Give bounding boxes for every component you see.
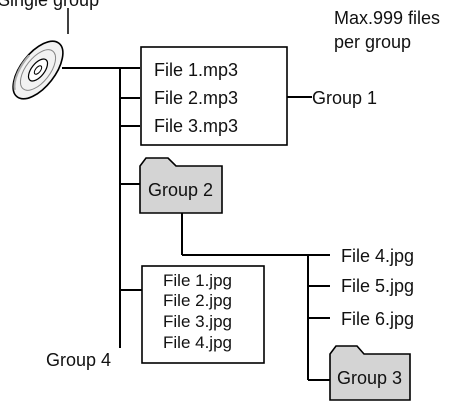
mp3-file-box — [140, 46, 288, 146]
cd-disc-icon — [12, 40, 64, 100]
tree-lines — [62, 67, 330, 381]
max-note-line2: per group — [334, 32, 411, 52]
group4-file-3: File 3.jpg — [163, 312, 232, 331]
group4-file-box — [141, 265, 265, 364]
group2-folder-icon — [139, 157, 223, 214]
max-note-line1: Max.999 files — [334, 8, 440, 28]
group4-file-1: File 1.jpg — [163, 271, 232, 290]
group3-file-5: File 5.jpg — [341, 276, 414, 296]
group4-file-2: File 2.jpg — [163, 291, 232, 310]
group3-file-6: File 6.jpg — [341, 309, 414, 329]
mp3-file-3: File 3.mp3 — [154, 116, 238, 136]
mp3-file-2: File 2.mp3 — [154, 88, 238, 108]
group4-file-4: File 4.jpg — [163, 333, 232, 352]
mp3-file-1: File 1.mp3 — [154, 60, 238, 80]
group4-label: Group 4 — [46, 350, 111, 370]
group3-label: Group 3 — [337, 368, 402, 388]
top-label: Single group — [0, 0, 99, 10]
group3-folder-icon — [329, 345, 411, 401]
group1-label: Group 1 — [312, 88, 377, 108]
group2-label: Group 2 — [148, 180, 213, 200]
group3-file-4: File 4.jpg — [341, 246, 414, 266]
